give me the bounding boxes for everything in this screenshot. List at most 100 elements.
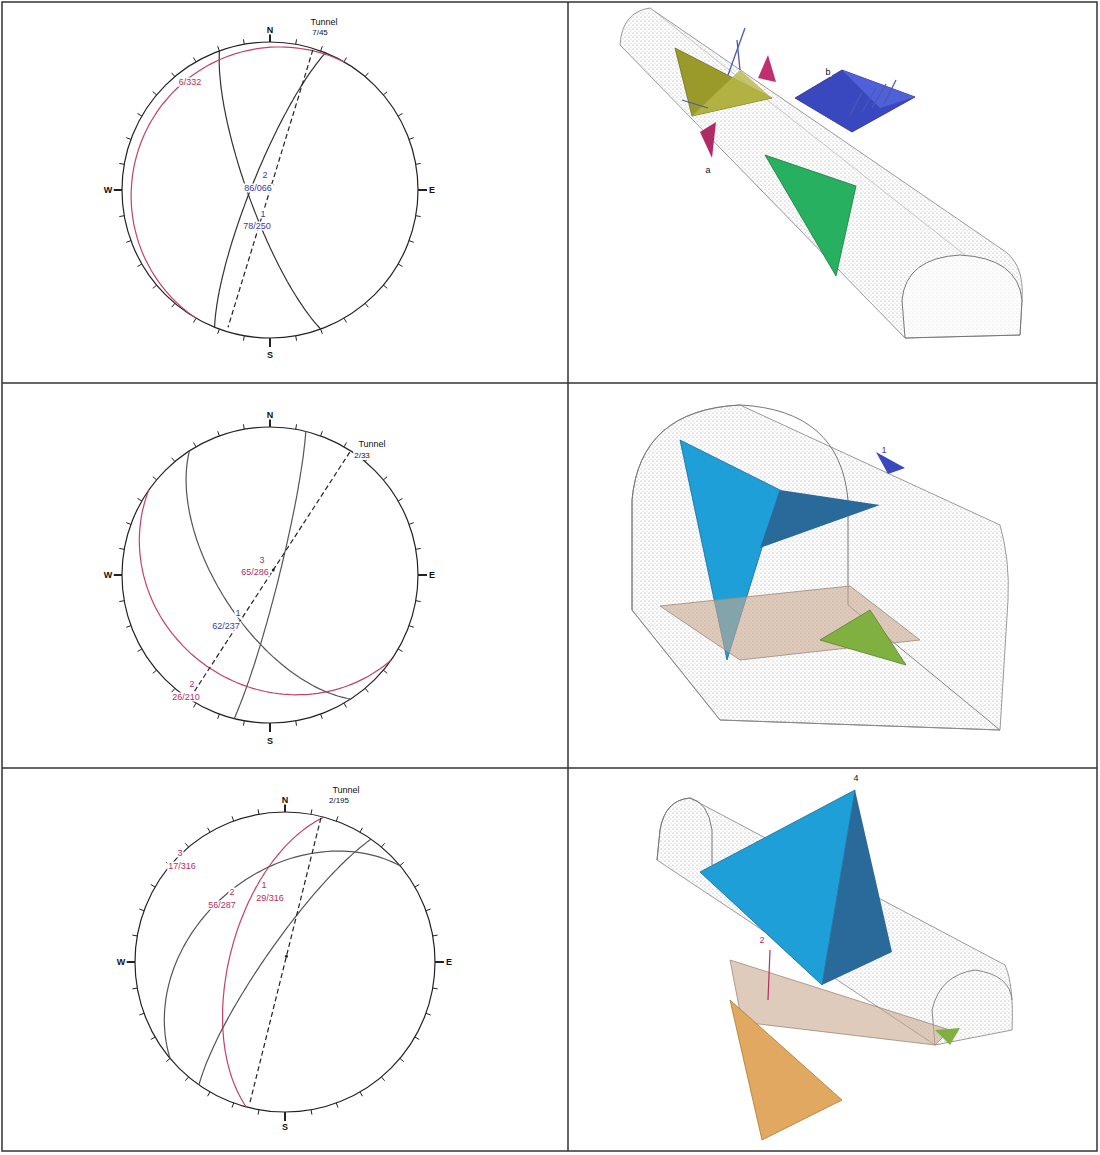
tick-mark (416, 163, 421, 165)
tick-mark (232, 1103, 234, 1108)
tick-mark (269, 338, 271, 347)
primitive-circle (135, 812, 435, 1112)
tick-mark (415, 1037, 419, 1040)
tick-mark (153, 670, 157, 673)
plane-orientation: 78/250 (242, 222, 272, 231)
tick-mark (416, 215, 421, 217)
tick-mark (398, 114, 402, 117)
plane-orientation: 86/066 (243, 184, 273, 193)
primitive-circle (122, 42, 418, 338)
tick-mark (311, 809, 313, 814)
tunnel-orientation: 2/33 (353, 452, 371, 460)
tick-mark (137, 499, 141, 502)
tick-mark (398, 264, 402, 267)
tick-mark (418, 189, 427, 191)
tick-mark (232, 816, 234, 821)
great-circle (164, 851, 400, 1058)
tick-mark (137, 114, 141, 117)
tick-mark (194, 57, 197, 61)
tunnel-label: Tunnel (309, 18, 338, 27)
tick-mark (381, 843, 384, 847)
divider (2, 382, 1097, 384)
tick-mark (126, 961, 135, 963)
tick-mark (243, 424, 245, 429)
tick-mark (119, 600, 124, 602)
compass-label: W (116, 958, 127, 967)
tick-mark (415, 885, 419, 888)
compass-label: E (445, 958, 453, 967)
tick-mark (153, 477, 157, 480)
plane-orientation: 6/332 (178, 78, 203, 87)
compass-label: E (428, 571, 436, 580)
tick-mark (321, 431, 323, 436)
tick-mark (365, 73, 368, 77)
tick-mark (409, 523, 414, 525)
tick-mark (426, 909, 431, 911)
tick-mark (336, 1103, 338, 1108)
tunnel-label: Tunnel (331, 786, 360, 795)
plane-orientation: 56/287 (207, 901, 237, 910)
tick-mark (218, 329, 220, 334)
tunnel-model (632, 405, 1008, 730)
tunnel-pole (272, 568, 275, 571)
tick-mark (409, 626, 414, 628)
tick-mark (416, 548, 421, 550)
compass-label: N (281, 796, 290, 805)
tick-mark (243, 336, 245, 341)
tick-mark (185, 843, 188, 847)
plane-orientation: 26/210 (171, 693, 201, 702)
divider (2, 767, 1097, 769)
compass-label: N (266, 26, 275, 35)
compass-label: S (266, 351, 274, 360)
plane-number: 2 (261, 171, 268, 180)
tick-mark (365, 303, 368, 307)
tick-mark (344, 57, 347, 61)
tick-mark (243, 721, 245, 726)
tick-mark (258, 809, 260, 814)
plane-orientation: 62/237 (211, 622, 241, 631)
stereonet (126, 803, 444, 1121)
tick-mark (172, 458, 175, 462)
tick-mark (185, 1077, 188, 1081)
tick-mark (126, 138, 131, 140)
tick-mark (194, 442, 197, 446)
tick-mark (409, 241, 414, 243)
tick-mark (344, 703, 347, 707)
tick-mark (208, 1092, 211, 1096)
wedge-label: 1 (880, 446, 887, 455)
tick-mark (119, 163, 124, 165)
tunnel-model (657, 790, 1012, 1140)
tick-mark (360, 828, 363, 832)
great-circle (223, 817, 324, 1107)
tick-mark (409, 138, 414, 140)
tick-mark (365, 688, 368, 692)
compass-label: W (103, 186, 114, 195)
tunnel-pole (285, 955, 288, 958)
tick-mark (243, 39, 245, 44)
tick-mark (435, 961, 444, 963)
tick-mark (113, 189, 122, 191)
compass-label: N (266, 411, 275, 420)
wedge-label: a (704, 166, 711, 175)
tick-mark (137, 649, 141, 652)
tunnel-orientation: 2/195 (328, 797, 350, 805)
tunnel-orientation: 7/45 (311, 29, 329, 37)
great-circle (219, 51, 320, 329)
tick-mark (344, 318, 347, 322)
tick-mark (336, 816, 338, 821)
plane-number: 3 (176, 849, 183, 858)
tick-mark (139, 1013, 144, 1015)
stereonet (113, 418, 427, 732)
tick-mark (139, 909, 144, 911)
stereonets (113, 33, 444, 1121)
great-circle (215, 53, 326, 327)
compass-label: W (103, 571, 114, 580)
tick-mark (269, 723, 271, 732)
tick-mark (153, 285, 157, 288)
tick-mark (433, 988, 438, 990)
plane-number: 1 (260, 881, 267, 890)
plane-orientation: 17/316 (167, 862, 197, 871)
tunnel-axis (250, 818, 321, 1103)
tick-mark (172, 303, 175, 307)
tick-mark (398, 649, 402, 652)
